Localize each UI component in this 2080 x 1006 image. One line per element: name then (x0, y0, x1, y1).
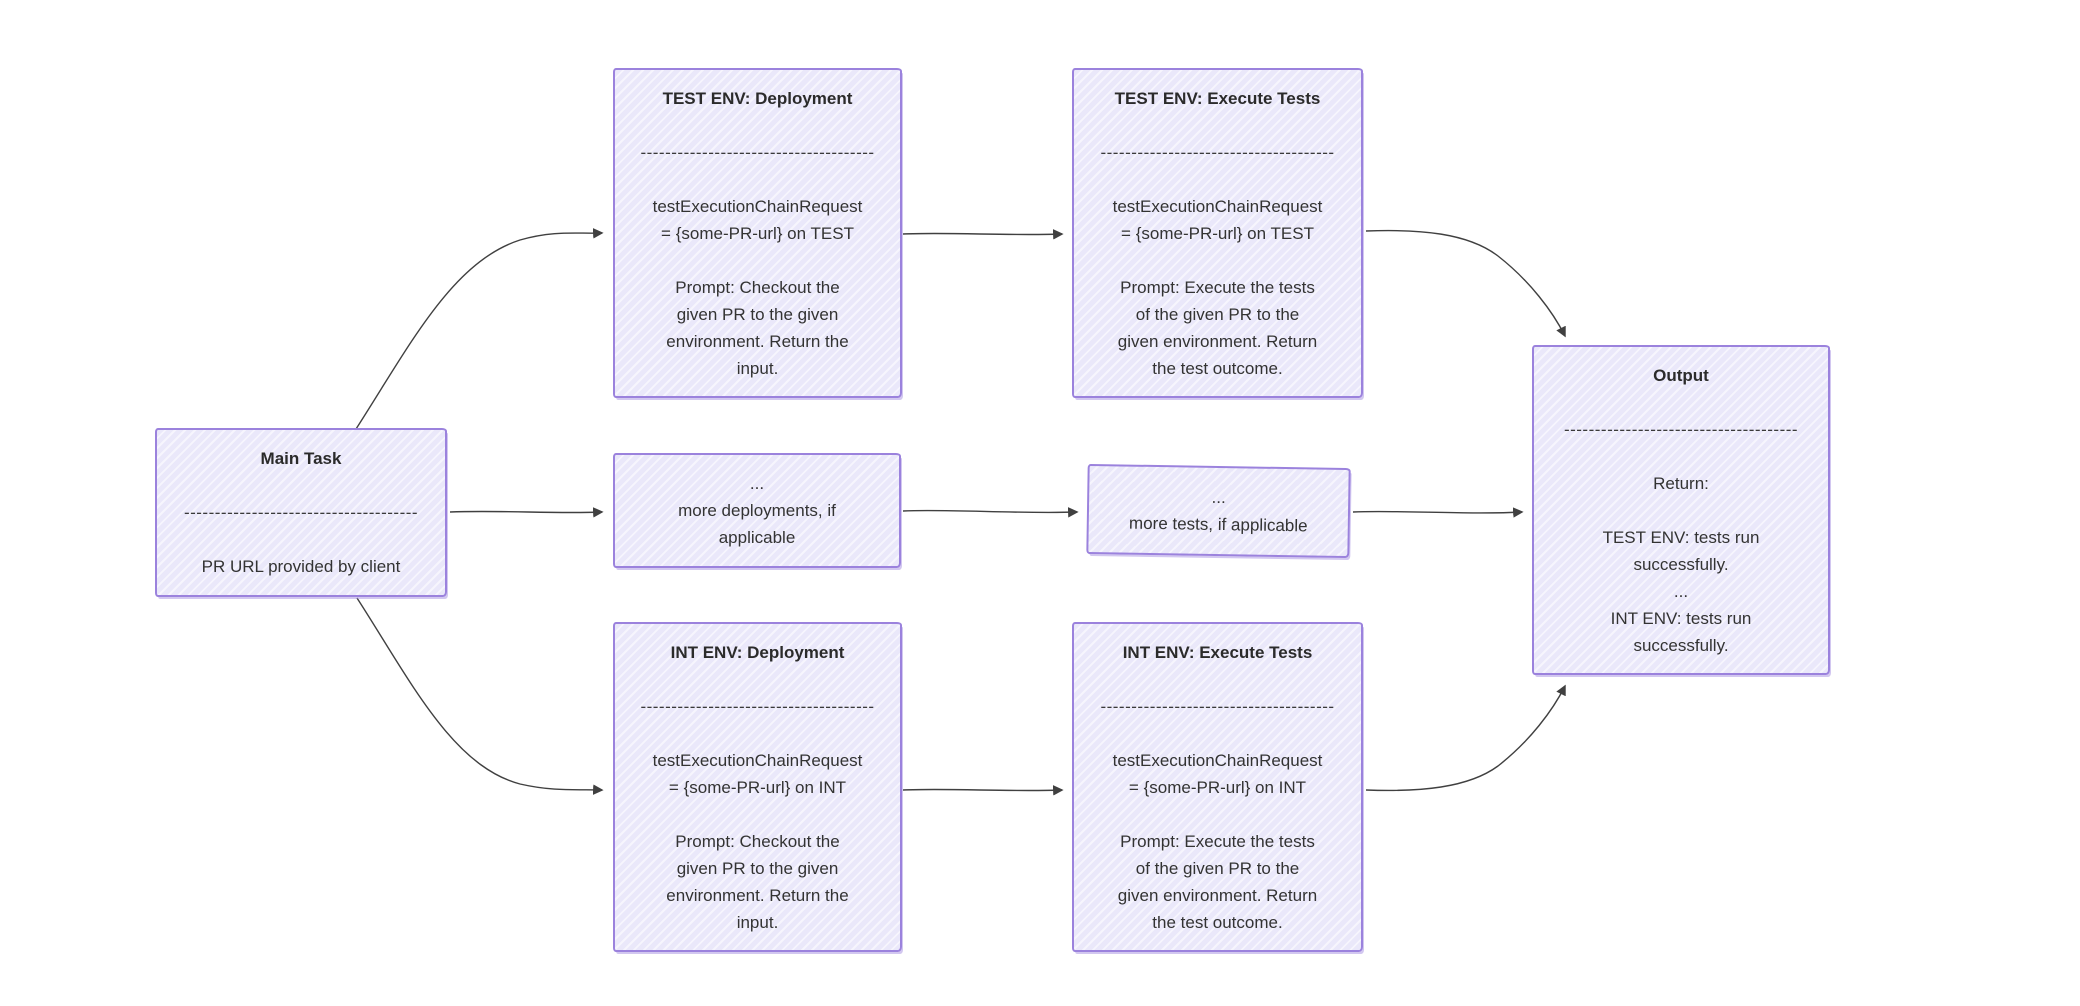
card-text-line (1074, 112, 1361, 139)
arrow-main-to-more-deployments (449, 507, 604, 518)
node-more-tests: ... more tests, if applicable (1086, 463, 1351, 559)
card-text-line: more tests, if applicable (1128, 513, 1308, 536)
card-text-line (1074, 720, 1361, 747)
card-text-line: the test outcome. (1152, 912, 1283, 932)
card-text-line: Prompt: Checkout the (675, 831, 840, 851)
card-text-line: = {some-PR-url} on INT (1128, 777, 1307, 797)
card-text-line: given environment. Return (1117, 885, 1318, 905)
card-text-line: Prompt: Execute the tests (1120, 277, 1315, 297)
card-text-line (1534, 389, 1828, 416)
card-text-line: successfully. (1633, 635, 1729, 655)
arrow-int-execute-to-output (1365, 684, 1566, 792)
card-text-line: of the given PR to the (1135, 304, 1300, 324)
card-divider: -------------------------------------- (1100, 696, 1335, 716)
arrow-main-to-int-deployment (356, 597, 604, 795)
arrow-more-deployments-to-more-tests (902, 507, 1079, 518)
card-text-line (615, 166, 900, 193)
card-text-line: testExecutionChainRequest (1112, 196, 1323, 216)
card-text-line (1534, 443, 1828, 470)
node-main-task: Main Task ------------------------------… (155, 428, 447, 597)
card-title: INT ENV: Execute Tests (1122, 642, 1313, 662)
node-int-env-execute-tests-content: INT ENV: Execute Tests -----------------… (1074, 639, 1361, 936)
card-text-line: input. (736, 358, 779, 378)
card-text-line (615, 720, 900, 747)
arrow-more-tests-to-output (1352, 507, 1524, 518)
node-more-deployments-content: ... more deployments, if applicable (615, 470, 899, 551)
card-text-line: input. (736, 912, 779, 932)
card-text-line (615, 112, 900, 139)
card-title: Output (1653, 365, 1709, 385)
node-test-env-deployment-content: TEST ENV: Deployment -------------------… (615, 85, 900, 382)
card-text-line: = {some-PR-url} on TEST (661, 223, 854, 243)
node-test-env-deployment: TEST ENV: Deployment -------------------… (613, 68, 902, 398)
card-title: INT ENV: Deployment (670, 642, 845, 662)
node-int-env-deployment-content: INT ENV: Deployment --------------------… (615, 639, 900, 936)
card-divider: -------------------------------------- (640, 696, 875, 716)
card-text-line (1534, 497, 1828, 524)
card-text-line: testExecutionChainRequest (1112, 750, 1323, 770)
card-text-line: PR URL provided by client (201, 557, 401, 576)
card-divider: -------------------------------------- (640, 142, 875, 162)
card-title: TEST ENV: Execute Tests (1114, 88, 1321, 108)
card-text-line (1074, 247, 1361, 274)
card-text-line: ... (1673, 581, 1689, 601)
card-text-line: TEST ENV: tests run (1602, 527, 1760, 547)
card-text-line (615, 801, 900, 828)
card-text-line: testExecutionChainRequest (652, 196, 863, 216)
card-divider: -------------------------------------- (1563, 419, 1799, 439)
card-text-line: the test outcome. (1152, 358, 1283, 378)
node-test-env-execute-tests-content: TEST ENV: Execute Tests ----------------… (1074, 85, 1361, 382)
card-text-line: ... (749, 474, 765, 493)
card-text-line: given environment. Return (1117, 331, 1318, 351)
arrow-test-execute-to-output (1365, 229, 1566, 338)
card-text-line: INT ENV: tests run (1610, 608, 1752, 628)
card-text-line (1074, 666, 1361, 693)
node-more-deployments: ... more deployments, if applicable (613, 453, 901, 568)
card-text-line: more deployments, if (678, 501, 836, 520)
card-text-line: Prompt: Execute the tests (1120, 831, 1315, 851)
card-text-line (615, 247, 900, 274)
card-text-line: Return: (1653, 473, 1709, 493)
node-int-env-deployment: INT ENV: Deployment --------------------… (613, 622, 902, 952)
node-more-tests-content: ... more tests, if applicable (1089, 482, 1349, 540)
card-divider: -------------------------------------- (1100, 142, 1335, 162)
arrow-int-deployment-to-int-execute (902, 785, 1064, 796)
card-divider: -------------------------------------- (183, 503, 419, 522)
card-text-line (157, 526, 445, 553)
node-output: Output ---------------------------------… (1532, 345, 1830, 675)
card-text-line: given PR to the given (676, 304, 839, 324)
card-text-line (157, 472, 445, 499)
card-text-line: ... (1211, 487, 1226, 508)
arrow-main-to-test-deployment (355, 228, 604, 430)
card-text-line: given PR to the given (676, 858, 839, 878)
card-title: Main Task (260, 449, 342, 468)
arrow-test-deployment-to-test-execute (902, 229, 1064, 240)
card-text-line: testExecutionChainRequest (652, 750, 863, 770)
node-main-task-content: Main Task ------------------------------… (157, 445, 445, 580)
node-test-env-execute-tests: TEST ENV: Execute Tests ----------------… (1072, 68, 1363, 398)
card-text-line: Prompt: Checkout the (675, 277, 840, 297)
card-text-line: of the given PR to the (1135, 858, 1300, 878)
node-int-env-execute-tests: INT ENV: Execute Tests -----------------… (1072, 622, 1363, 952)
card-text-line (1074, 801, 1361, 828)
node-output-content: Output ---------------------------------… (1534, 362, 1828, 659)
card-text-line (615, 666, 900, 693)
card-text-line: environment. Return the (666, 885, 849, 905)
card-text-line: = {some-PR-url} on INT (668, 777, 847, 797)
card-title: TEST ENV: Deployment (662, 88, 853, 108)
card-text-line: environment. Return the (666, 331, 849, 351)
card-text-line: applicable (718, 528, 796, 547)
card-text-line: successfully. (1633, 554, 1729, 574)
card-text-line: = {some-PR-url} on TEST (1121, 223, 1314, 243)
card-text-line (1074, 166, 1361, 193)
